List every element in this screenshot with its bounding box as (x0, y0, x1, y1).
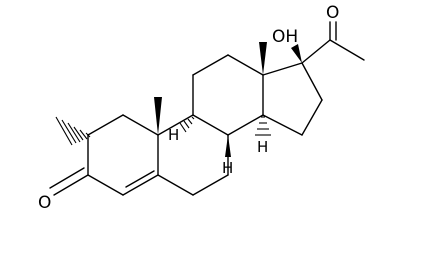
bond-c3-o-double (49, 167, 85, 189)
bond-c5-c6 (157, 174, 194, 196)
acetyl-group (301, 21, 365, 64)
bond-c20-c21 (329, 39, 365, 61)
bond-c9-c10 (157, 114, 194, 136)
wedge-oh-c17 (291, 44, 302, 63)
wedge-h-c8 (225, 135, 231, 157)
h-c14-label: H (257, 138, 268, 156)
hashed-h-c14 (255, 116, 271, 136)
ring-a (49, 114, 159, 196)
bond-c15-c14 (262, 114, 303, 136)
wedge-methyl-c10 (154, 97, 162, 135)
bond-c10-c1 (122, 114, 159, 136)
bond-c17-c16 (301, 62, 323, 101)
hydroxyl-label: OH (272, 27, 298, 47)
bond-c3-c4 (87, 174, 124, 196)
ring-b (157, 114, 229, 196)
hashed-h-c9 (179, 116, 195, 133)
bond-c12-c13 (227, 54, 264, 76)
bond-c1-c2 (87, 114, 124, 136)
bond-c8-c9 (192, 114, 229, 136)
ketone-oxygen-label: O (38, 193, 51, 213)
bond-c13-c17 (262, 62, 303, 76)
bond-c4-c5 (122, 174, 159, 196)
bond-c3-o (53, 174, 89, 196)
acetyl-oxygen-label: O (326, 3, 339, 23)
ring-c (192, 54, 264, 136)
wedge-methyl-c13 (259, 42, 267, 75)
bond-c11-c12 (192, 54, 229, 76)
h-c9-label: H (168, 126, 179, 144)
bond-c16-c15 (301, 99, 323, 136)
bond-c4-c5-double (125, 170, 155, 188)
bond-c6-c7 (192, 174, 229, 196)
hashed-methyl-c2 (55, 116, 91, 146)
ring-d (262, 62, 323, 136)
h-c8-label: H (222, 159, 233, 177)
bond-c17-c20 (301, 39, 331, 64)
bond-c14-c8 (227, 114, 264, 136)
